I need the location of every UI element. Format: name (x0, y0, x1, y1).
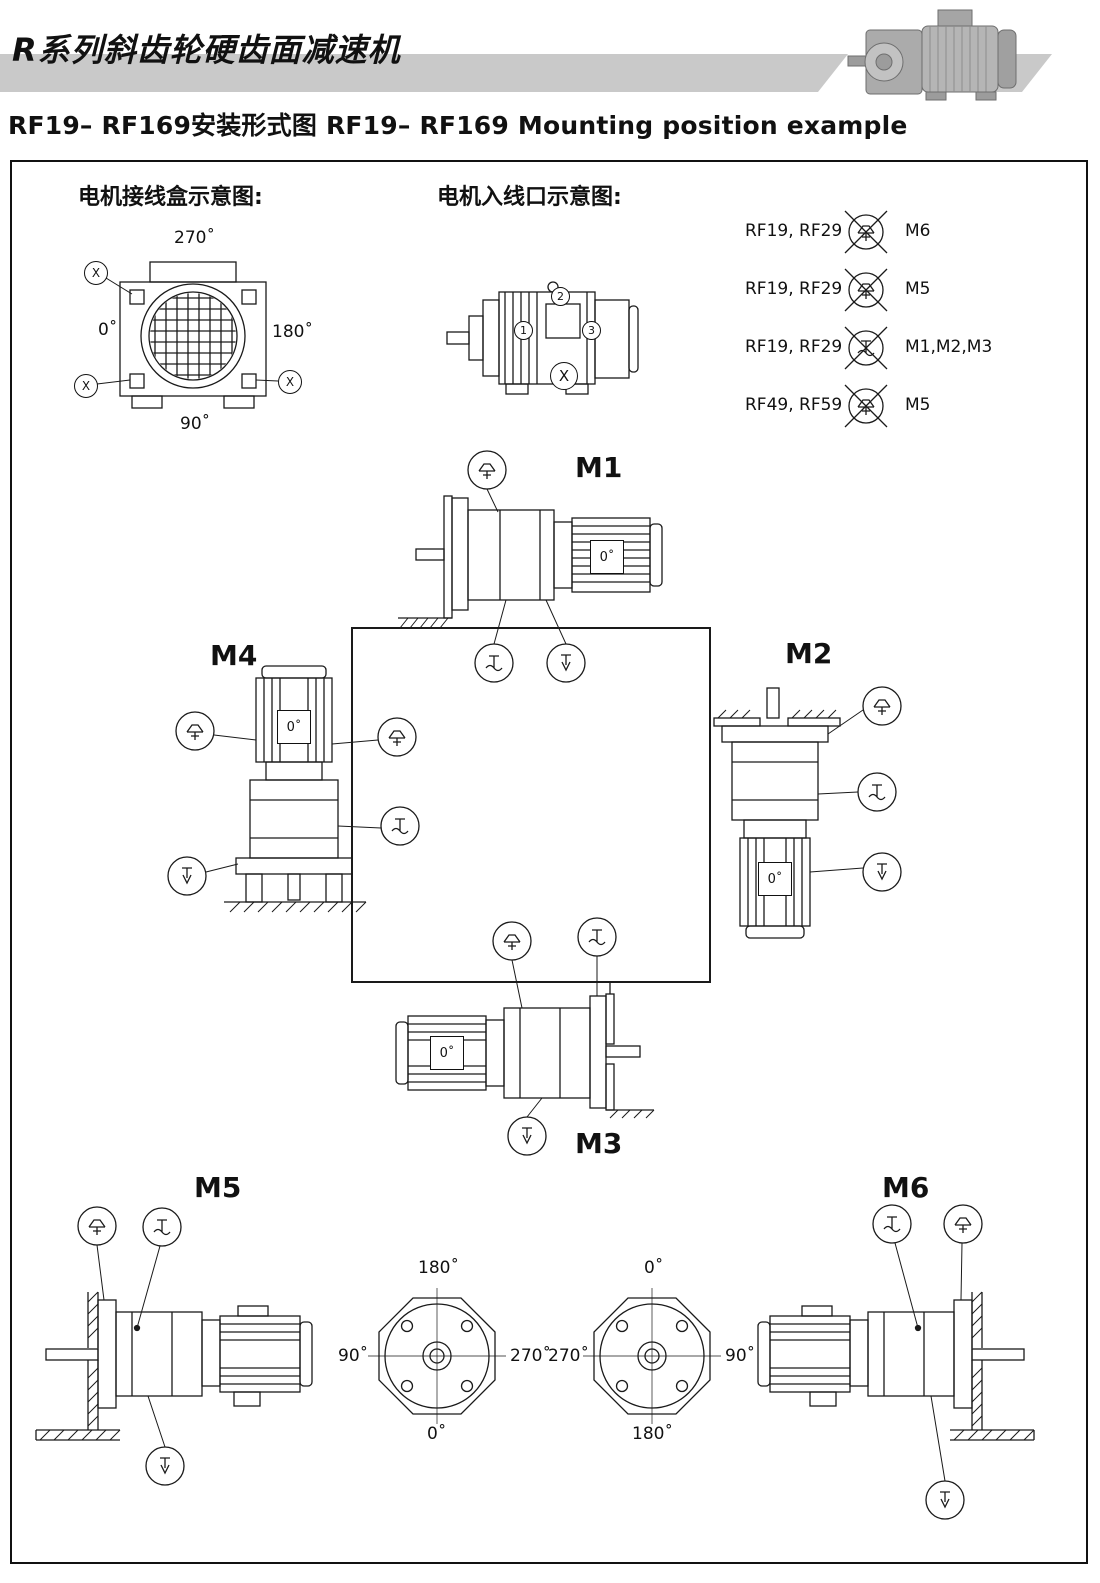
restriction-models: RF19, RF29 (745, 279, 843, 299)
terminal-box-0deg: 0˚ (430, 1036, 464, 1070)
m2-label: M2 (785, 637, 833, 670)
prohibited-icon (844, 210, 888, 254)
cable-entry-label: 电机入线口示意图: (437, 185, 622, 210)
prohibited-icon (844, 384, 888, 428)
x-mark: X (278, 370, 302, 394)
m4-drawing (205, 665, 382, 913)
flange-right-bottom-label: 180˚ (632, 1424, 673, 1444)
prohibited-icon (844, 268, 888, 312)
flange-view-right (583, 1288, 721, 1424)
angle-180-label: 180˚ (272, 322, 313, 342)
prohibited-icon (844, 326, 888, 370)
terminal-box-label: 电机接线盒示意图: (78, 185, 263, 210)
page-subtitle: RF19– RF169安装形式图 RF19– RF169 Mounting po… (8, 111, 908, 140)
oil-plug-icon (857, 772, 897, 812)
entry-position-2: 2 (551, 287, 570, 306)
breather-plug-icon (943, 1204, 983, 1244)
breather-plug-icon (467, 450, 507, 490)
restriction-models: RF19, RF29 (745, 337, 843, 357)
mounting-square (351, 627, 711, 983)
entry-x-mark: X (550, 362, 578, 390)
flange-right-top-label: 0˚ (644, 1258, 664, 1278)
breather-plug-icon (492, 921, 532, 961)
oil-plug-icon (872, 1204, 912, 1244)
restriction-positions: M5 (905, 395, 931, 415)
m2-drawing (713, 687, 864, 939)
x-mark: X (74, 374, 98, 398)
flange-left-bottom-label: 0˚ (427, 1424, 447, 1444)
m6-drawing (757, 1242, 1035, 1482)
entry-position-1: 1 (514, 321, 533, 340)
flange-left-top-label: 180˚ (418, 1258, 459, 1278)
angle-0-label: 0˚ (98, 320, 118, 340)
flange-right-left-label: 270˚ (548, 1346, 589, 1366)
x-mark: X (84, 261, 108, 285)
flange-left-left-label: 90˚ (338, 1346, 369, 1366)
m3-drawing (395, 956, 655, 1119)
restriction-models: RF49, RF59 (745, 395, 843, 415)
m4-label: M4 (210, 639, 258, 672)
terminal-box-0deg: 0˚ (277, 710, 311, 744)
breather-plug-icon (77, 1206, 117, 1246)
breather-plug-icon (862, 686, 902, 726)
page-title: R系列斜齿轮硬齿面减速机 (12, 31, 401, 69)
entry-position-3: 3 (582, 321, 601, 340)
angle-90-label: 90˚ (180, 414, 211, 434)
cable-entry-drawing (446, 281, 639, 395)
m5-drawing (35, 1244, 313, 1448)
oil-plug-icon (474, 643, 514, 683)
drain-plug-icon (507, 1116, 547, 1156)
restriction-positions: M1,M2,M3 (905, 337, 993, 357)
oil-plug-icon (380, 806, 420, 846)
flange-left-right-label: 270˚ (510, 1346, 551, 1366)
drain-plug-icon (546, 643, 586, 683)
m1-label: M1 (575, 451, 623, 484)
m5-label: M5 (194, 1171, 242, 1204)
breather-plug-icon (377, 717, 417, 757)
drain-plug-icon (167, 856, 207, 896)
breather-plug-icon (175, 711, 215, 751)
terminal-box-drawing (96, 261, 279, 409)
drain-plug-icon (145, 1446, 185, 1486)
restriction-positions: M5 (905, 279, 931, 299)
restriction-models: RF19, RF29 (745, 221, 843, 241)
restriction-positions: M6 (905, 221, 931, 241)
terminal-box-0deg: 0˚ (758, 862, 792, 896)
terminal-box-0deg: 0˚ (590, 540, 624, 574)
gearmotor-photo (847, 9, 1017, 101)
flange-right-right-label: 90˚ (725, 1346, 756, 1366)
m3-label: M3 (575, 1127, 623, 1160)
oil-plug-icon (577, 917, 617, 957)
flange-view-left (368, 1288, 506, 1424)
drain-plug-icon (862, 852, 902, 892)
angle-270-label: 270˚ (174, 228, 215, 248)
oil-plug-icon (142, 1207, 182, 1247)
m6-label: M6 (882, 1171, 930, 1204)
drain-plug-icon (925, 1480, 965, 1520)
